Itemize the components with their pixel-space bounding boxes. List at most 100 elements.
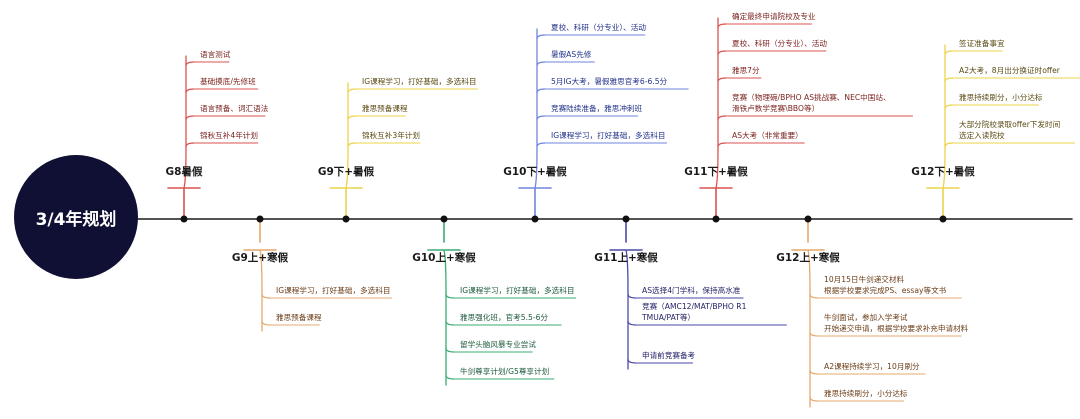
branch-twig-g12-winter-2 xyxy=(809,369,819,375)
item-g10-summer-2: 5月IG大考，暑假雅思官考6-6.5分 xyxy=(551,76,667,87)
item-text: IG课程学习，打好基础，多选科目 xyxy=(276,286,391,295)
branch-twig-g11-winter-2 xyxy=(627,358,637,364)
item-text: 锦秋互补3年计划 xyxy=(362,131,420,140)
item-g10-summer-3: 竞赛陆续准备，雅思冲刺班 xyxy=(551,103,642,114)
item-g8-summer-3: 锦秋互补4年计划 xyxy=(200,130,258,141)
branch-twig-g12-winter-3 xyxy=(809,396,819,402)
axis-dot-g11-winter xyxy=(622,215,630,223)
item-g11-winter-1: 竞赛（AMC12/MAT/BPHO R1 TMUA/PAT等） xyxy=(642,301,746,323)
item-text: 暑假AS先修 xyxy=(551,50,592,59)
branch-twig-g12-winter-0 xyxy=(809,293,819,299)
item-g10-winter-3: 牛剑尊享计划/G5尊享计划 xyxy=(460,366,549,377)
branch-twig-g12-summer-3 xyxy=(944,142,954,148)
node-label-g11-summer: G11下+暑假 xyxy=(684,166,748,178)
item-text: 雅思7分 xyxy=(732,66,760,75)
branch-twig-g11-winter-1 xyxy=(627,320,637,326)
item-text: 选定入读院校 xyxy=(959,131,1005,140)
item-text: 语言预备、词汇语法 xyxy=(200,104,269,113)
item-g11-summer-0: 确定最终申请院校及专业 xyxy=(732,11,816,22)
branch-twig-g12-summer-2 xyxy=(944,104,954,110)
item-g10-summer-4: IG课程学习，打好基础，多选科目 xyxy=(551,130,665,141)
item-g11-summer-2: 雅思7分 xyxy=(732,65,760,76)
node-label-g9-summer: G9下+暑假 xyxy=(317,166,375,178)
axis-dot-g10-winter xyxy=(440,215,448,223)
branch-twig-g11-summer-2 xyxy=(717,77,727,83)
node-label-g9-winter: G9上+寒假 xyxy=(231,252,289,264)
branch-twig-g10-summer-2 xyxy=(536,88,546,94)
branch-twig-g8-summer-3 xyxy=(185,142,195,148)
item-text: 竞赛陆续准备，雅思冲刺班 xyxy=(551,104,643,113)
item-g11-winter-2: 申请前竞赛备考 xyxy=(642,350,695,361)
branch-trunk-g8-summer xyxy=(183,148,187,189)
branch-twig-g11-summer-3 xyxy=(717,115,727,121)
item-g9-summer-1: 雅思预备课程 xyxy=(362,103,408,114)
item-text: 夏校、科研（分专业）、活动 xyxy=(551,23,646,32)
item-g9-winter-0: IG课程学习，打好基础，多选科目 xyxy=(276,285,390,296)
item-text: 竞赛（物理碗/BPHO AS挑战赛、NEC中国站、 xyxy=(732,93,891,102)
item-g9-winter-1: 雅思预备课程 xyxy=(276,312,322,323)
item-text: 雅思强化班，官考5.5-6分 xyxy=(460,313,548,322)
item-text: IG课程学习，打好基础，多选科目 xyxy=(362,77,477,86)
item-text: IG课程学习，打好基础，多选科目 xyxy=(551,131,666,140)
item-text: 雅思持续刷分，小分达标 xyxy=(824,389,908,398)
item-g12-winter-1: 牛剑面试，参加入学考试开始递交申请，根据学校要求补充申请材料 xyxy=(824,312,968,334)
branch-twig-g10-winter-2 xyxy=(445,347,455,353)
item-g10-summer-0: 夏校、科研（分专业）、活动 xyxy=(551,22,646,33)
branch-trunk-g10-summer xyxy=(534,148,538,189)
branch-twig-g10-summer-4 xyxy=(536,142,546,148)
item-text: 雅思预备课程 xyxy=(362,104,408,113)
item-text: A2大考，8月出分换证时offer xyxy=(959,66,1060,75)
item-text: AS选择4门学科，保持高水准 xyxy=(642,286,741,295)
item-text: 锦秋互补4年计划 xyxy=(200,131,258,140)
item-text: 5月IG大考，暑假雅思官考6-6.5分 xyxy=(551,77,668,86)
branch-trunk-g12-summer xyxy=(942,148,946,189)
item-text: 根据学校要求完成PS、essay等文书 xyxy=(824,286,947,295)
branch-trunk-g10-winter xyxy=(443,249,447,293)
item-text: TMUA/PAT等） xyxy=(642,313,696,322)
center-title: 3/4年规划 xyxy=(35,209,117,230)
item-g10-winter-2: 留学头脑风暴专业尝试 xyxy=(460,339,536,350)
item-text: 雅思预备课程 xyxy=(276,313,322,322)
branch-trunk-g11-summer xyxy=(715,148,719,189)
branch-twig-g11-winter-0 xyxy=(627,293,637,299)
branch-twig-g12-summer-0 xyxy=(944,50,954,56)
item-text: 确定最终申请院校及专业 xyxy=(732,12,816,21)
axis-dot-g12-winter xyxy=(804,215,812,223)
branch-twig-g10-winter-0 xyxy=(445,293,455,299)
axis-dot-g12-summer xyxy=(939,215,947,223)
node-label-g10-winter: G10上+寒假 xyxy=(412,252,476,264)
item-text: 牛剑尊享计划/G5尊享计划 xyxy=(460,367,550,376)
item-g8-summer-1: 基础摸底/先修班 xyxy=(200,76,256,87)
item-text: 申请前竞赛备考 xyxy=(642,351,696,360)
node-label-g8-summer: G8暑假 xyxy=(165,166,203,178)
item-text: 语言测试 xyxy=(200,50,231,59)
branch-twig-g9-summer-1 xyxy=(347,115,357,121)
item-text: 签证准备事宜 xyxy=(959,39,1005,48)
item-text: 基础摸底/先修班 xyxy=(200,77,256,86)
branch-twig-g10-summer-0 xyxy=(536,34,546,40)
item-g11-winter-0: AS选择4门学科，保持高水准 xyxy=(642,285,740,296)
item-text: 牛剑面试，参加入学考试 xyxy=(824,313,908,322)
branch-twig-g11-summer-1 xyxy=(717,50,727,56)
branch-twig-g12-winter-1 xyxy=(809,331,819,337)
item-g11-summer-4: AS大考（非常重要） xyxy=(732,130,803,141)
branch-twig-g9-summer-2 xyxy=(347,142,357,148)
item-g12-winter-2: A2课程持续学习，10月刷分 xyxy=(824,361,920,372)
center-node: 3/4年规划 xyxy=(14,155,138,279)
item-g9-summer-2: 锦秋互补3年计划 xyxy=(362,130,420,141)
item-text: 滑铁卢数学竞赛\BBO等） xyxy=(732,104,820,113)
item-text: 竞赛（AMC12/MAT/BPHO R1 xyxy=(642,302,747,311)
item-text: IG课程学习，打好基础，多选科目 xyxy=(460,286,575,295)
item-g10-summer-1: 暑假AS先修 xyxy=(551,49,591,60)
branch-twig-g9-summer-0 xyxy=(347,88,357,94)
axis-dot-g10-summer xyxy=(531,215,539,223)
node-label-g10-summer: G10下+暑假 xyxy=(503,166,567,178)
branch-trunk-g9-summer xyxy=(345,148,349,189)
node-label-g11-winter: G11上+寒假 xyxy=(594,252,658,264)
item-g12-winter-0: 10月15日牛剑递交材料根据学校要求完成PS、essay等文书 xyxy=(824,274,946,296)
branch-trunk-g9-winter xyxy=(259,249,263,293)
item-g12-summer-0: 签证准备事宜 xyxy=(959,38,1005,49)
branch-twig-g8-summer-0 xyxy=(185,61,195,67)
item-g12-summer-2: 雅思持续刷分，小分达标 xyxy=(959,92,1043,103)
